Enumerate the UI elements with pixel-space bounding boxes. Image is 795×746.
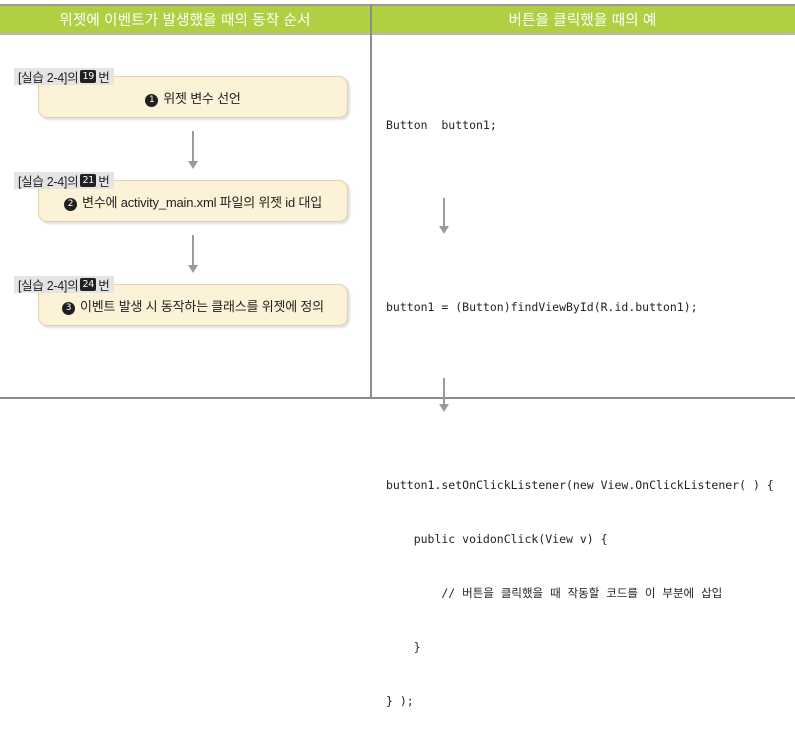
code-arrow-1-head (439, 226, 449, 234)
flow-step-2-ref-label: [실습 2-4]의 21 번 (14, 172, 114, 189)
flow-step-2-text: 2 변수에 activity_main.xml 파일의 위젯 id 대입 (64, 192, 322, 211)
bottom-rule (0, 397, 795, 399)
flow-step-3-ref-label: [실습 2-4]의 24 번 (14, 276, 114, 293)
ref-prefix-2: [실습 2-4]의 (18, 175, 79, 189)
code-line-declare: Button button1; (386, 118, 497, 132)
code-line-close-brace: } (386, 640, 421, 654)
header-underline (0, 33, 795, 35)
step-bullet-3: 3 (62, 301, 76, 315)
ref-prefix-1: [실습 2-4]의 (18, 71, 79, 85)
header-cell-right: 버튼을 클릭했을 때의 예 (508, 13, 657, 29)
code-arrow-2 (437, 378, 451, 418)
ref-badge-3: 24 (80, 278, 97, 291)
figure-container: 위젯에 이벤트가 발생했을 때의 동작 순서 버튼을 클릭했을 때의 예 1 위젯… (0, 4, 795, 708)
code-arrow-1 (437, 198, 451, 238)
step-bullet-2: 2 (64, 197, 78, 211)
code-line-comment: // 버튼을 클릭했을 때 작동할 코드를 이 부분에 삽입 (386, 586, 723, 600)
flow-arrow-1-shaft (192, 131, 194, 163)
flow-step-1-text: 1 위젯 변수 선언 (145, 88, 241, 107)
flow-arrow-1-head (188, 161, 198, 169)
code-arrow-1-shaft (443, 198, 445, 228)
step-label-2: 변수에 activity_main.xml 파일의 위젯 id 대입 (82, 194, 322, 210)
code-line-setonclicklistener: button1.setOnClickListener(new View.OnCl… (386, 478, 774, 492)
ref-suffix-2: 번 (98, 175, 110, 189)
flow-arrow-1 (186, 131, 200, 171)
flow-step-2-box: 2 변수에 activity_main.xml 파일의 위젯 id 대입 (38, 180, 348, 222)
ref-suffix-3: 번 (98, 279, 110, 293)
ref-prefix-3: [실습 2-4]의 (18, 279, 79, 293)
flow-arrow-2-head (188, 265, 198, 273)
column-divider (370, 4, 372, 398)
code-arrow-2-head (439, 404, 449, 412)
flow-step-1-ref-label: [실습 2-4]의 19 번 (14, 68, 114, 85)
code-block: Button button1; button1 = (Button)findVi… (386, 80, 786, 746)
step-label-1: 위젯 변수 선언 (163, 90, 241, 106)
code-arrow-1-area (386, 188, 786, 244)
header-cell-left: 위젯에 이벤트가 발생했을 때의 동작 순서 (59, 13, 311, 29)
code-line-close-call: } ); (386, 694, 414, 708)
table-header-row: 위젯에 이벤트가 발생했을 때의 동작 순서 버튼을 클릭했을 때의 예 (0, 4, 795, 33)
flow-step-3-box: 3 이벤트 발생 시 동작하는 클래스를 위젯에 정의 (38, 284, 348, 326)
flow-arrow-2-shaft (192, 235, 194, 267)
code-arrow-2-area (386, 370, 786, 422)
flow-step-3-text: 3 이벤트 발생 시 동작하는 클래스를 위젯에 정의 (62, 296, 324, 315)
code-line-onclick: public voidonClick(View v) { (386, 532, 608, 546)
step-bullet-1: 1 (145, 93, 159, 107)
code-arrow-2-shaft (443, 378, 445, 406)
ref-badge-1: 19 (80, 70, 97, 83)
ref-badge-2: 21 (80, 174, 97, 187)
code-line-findviewbyid: button1 = (Button)findViewById(R.id.butt… (386, 300, 698, 314)
step-label-3: 이벤트 발생 시 동작하는 클래스를 위젯에 정의 (80, 298, 324, 314)
flow-arrow-2 (186, 235, 200, 275)
ref-suffix-1: 번 (98, 71, 110, 85)
